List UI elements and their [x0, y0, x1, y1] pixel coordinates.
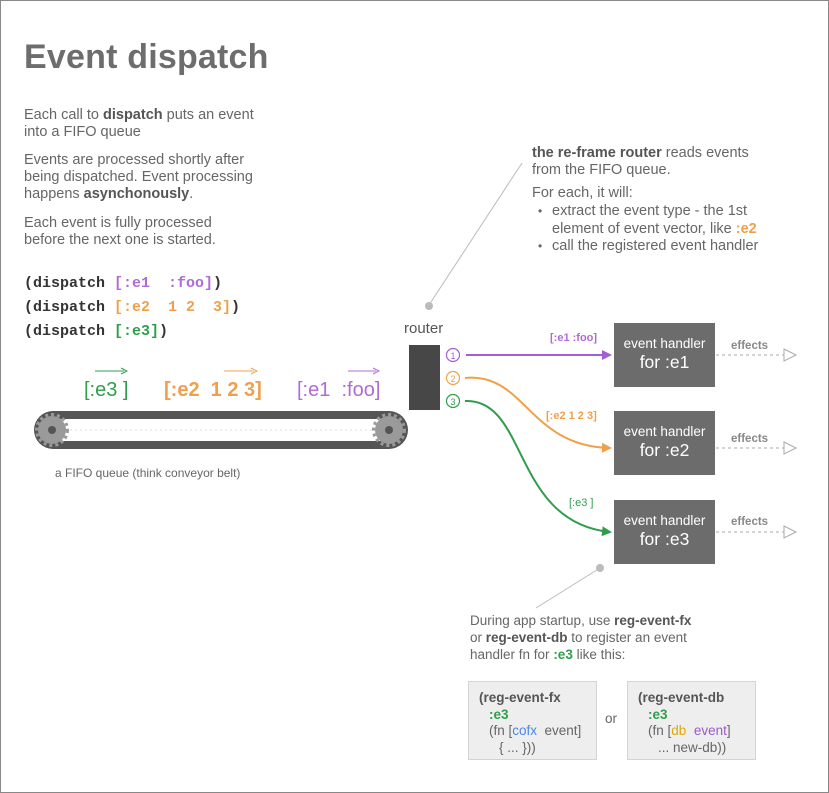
effects-label-e3: effects — [731, 516, 769, 528]
intro-paragraph-3: Each event is fully processed before the… — [24, 215, 216, 248]
code-dispatch-e2: (dispatch [:e2 1 2 3]) — [24, 299, 241, 316]
route-label-e1: [:e1 :foo] — [550, 332, 598, 344]
queue-direction-arrow-e2 — [224, 367, 259, 375]
route-label-e2: [:e2 1 2 3] — [546, 410, 597, 422]
router-callout-dot — [425, 302, 433, 310]
startup-note: During app startup, use reg-event-fx or … — [470, 613, 692, 662]
effects-arrow-e3 — [716, 525, 798, 539]
router-note: the re-frame router reads events from th… — [532, 145, 749, 178]
intro-paragraph-1: Each call to dispatch puts an event into… — [24, 107, 254, 140]
route-arrow-e3 — [464, 399, 612, 537]
conveyor-belt — [34, 411, 408, 449]
effects-label-e2: effects — [731, 433, 769, 445]
code-example-reg-event-db: (reg-event-db :e3 (fn [db event] ... new… — [627, 681, 756, 760]
code-example-reg-event-fx: (reg-event-fx :e3 (fn [cofx event] { ...… — [468, 681, 597, 760]
router-box — [409, 345, 440, 410]
event-handler-e1: event handler for :e1 — [614, 323, 715, 387]
startup-callout-line — [535, 567, 601, 609]
router-step-2: 2 — [445, 370, 461, 386]
event-handler-e2: event handler for :e2 — [614, 411, 715, 475]
svg-text:2: 2 — [450, 374, 455, 384]
router-note-intro: For each, it will: — [532, 185, 633, 201]
effects-label-e1: effects — [731, 340, 769, 352]
router-step-1: 1 — [445, 347, 461, 363]
effects-arrow-e1 — [716, 348, 798, 362]
event-handler-e3: event handler for :e3 — [614, 500, 715, 564]
queue-event-e3: [:e3 ] — [84, 379, 129, 401]
router-label: router — [404, 320, 444, 337]
effects-arrow-e2 — [716, 441, 798, 455]
router-callout-line — [428, 162, 523, 306]
left-gear-icon — [35, 413, 69, 447]
router-step-3: 3 — [445, 393, 461, 409]
router-step-extract: extract the event type - the 1stelement … — [538, 203, 758, 238]
right-gear-icon — [372, 413, 406, 447]
router-step-call: call the registered event handler — [538, 238, 758, 256]
route-label-e3: [:e3 ] — [569, 497, 594, 509]
startup-callout-dot — [596, 564, 604, 572]
queue-event-e2: [:e2 1 2 3] — [164, 379, 262, 401]
intro-paragraph-2: Events are processed shortly after being… — [24, 152, 253, 202]
svg-text:3: 3 — [450, 397, 455, 407]
svg-text:1: 1 — [450, 351, 455, 361]
route-arrow-e2 — [464, 376, 612, 453]
router-steps-list: extract the event type - the 1stelement … — [538, 203, 758, 256]
queue-direction-arrow-e1 — [348, 367, 381, 375]
page-title: Event dispatch — [24, 38, 269, 76]
or-separator: or — [605, 711, 618, 726]
code-dispatch-e1: (dispatch [:e1 :foo]) — [24, 275, 223, 292]
belt-caption: a FIFO queue (think conveyor belt) — [55, 466, 241, 480]
code-dispatch-e3: (dispatch [:e3]) — [24, 323, 169, 340]
queue-event-e1: [:e1 :foo] — [297, 379, 381, 401]
queue-direction-arrow-e3 — [95, 367, 129, 375]
